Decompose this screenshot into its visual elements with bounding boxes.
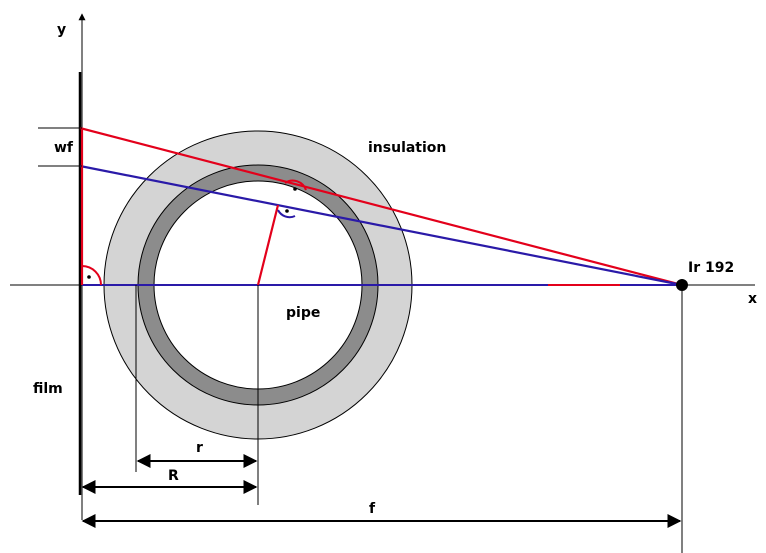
R-label: R [168,468,179,484]
y-axis-label: y [57,22,66,38]
right-angle-origin-dot [87,275,91,279]
f-label: f [369,501,376,517]
film-label: film [33,381,63,397]
right-angle-red-dot [293,187,297,191]
right-angle-origin [81,265,102,286]
r-label: r [196,440,203,456]
wf-label: wf [54,140,74,156]
x-axis-label: x [748,291,757,307]
red-tangent-ray [79,126,683,287]
insulation-label: insulation [368,140,446,156]
right-angle-red-tangent [284,179,307,191]
source-point [676,279,688,291]
pipe-label: pipe [286,305,320,321]
right-angle-blue-dot [285,209,289,213]
red-radius [256,204,280,286]
right-angle-blue-tangent [277,209,296,219]
source-label: Ir 192 [688,260,734,276]
blue-tangent-ray [79,164,683,287]
